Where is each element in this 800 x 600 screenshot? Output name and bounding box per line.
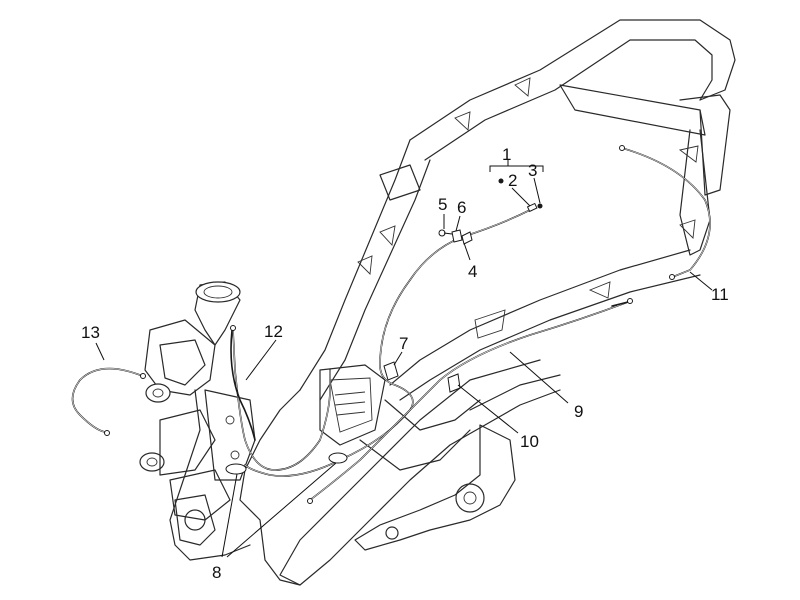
callout-3: 3 xyxy=(528,161,537,180)
callout-6: 6 xyxy=(457,198,466,217)
clip-part-6 xyxy=(451,229,463,243)
callout-5: 5 xyxy=(438,195,447,214)
leader-lines xyxy=(95,160,713,558)
cable-routing xyxy=(71,147,711,501)
callout-8: 8 xyxy=(212,563,221,582)
small-parts xyxy=(104,145,675,504)
callout-1: 1 xyxy=(502,145,511,164)
fitting-part-2 xyxy=(498,178,504,184)
callout-13: 13 xyxy=(81,323,100,342)
clamp-part-7 xyxy=(383,361,399,381)
callout-12: 12 xyxy=(264,322,283,341)
main-throttle-cable xyxy=(244,236,463,477)
ring-part-8a xyxy=(225,463,247,475)
cable-part-1 xyxy=(461,209,531,238)
callout-9: 9 xyxy=(574,402,583,421)
tie-part-4 xyxy=(461,231,473,245)
callout-labels: 1 2 3 4 5 6 7 8 9 10 11 12 13 xyxy=(81,145,729,582)
callout-10: 10 xyxy=(520,432,539,451)
cable-part-9 xyxy=(309,301,629,501)
clamp-part-10 xyxy=(447,373,461,393)
ring-part-8b xyxy=(328,452,348,464)
callout-4: 4 xyxy=(468,262,477,281)
scooter-frame xyxy=(139,19,736,586)
hose-part-13 xyxy=(71,367,141,433)
callout-11: 11 xyxy=(711,285,729,304)
fitting-part-3 xyxy=(537,203,543,209)
callout-7: 7 xyxy=(399,334,408,353)
callout-2: 2 xyxy=(508,171,517,190)
